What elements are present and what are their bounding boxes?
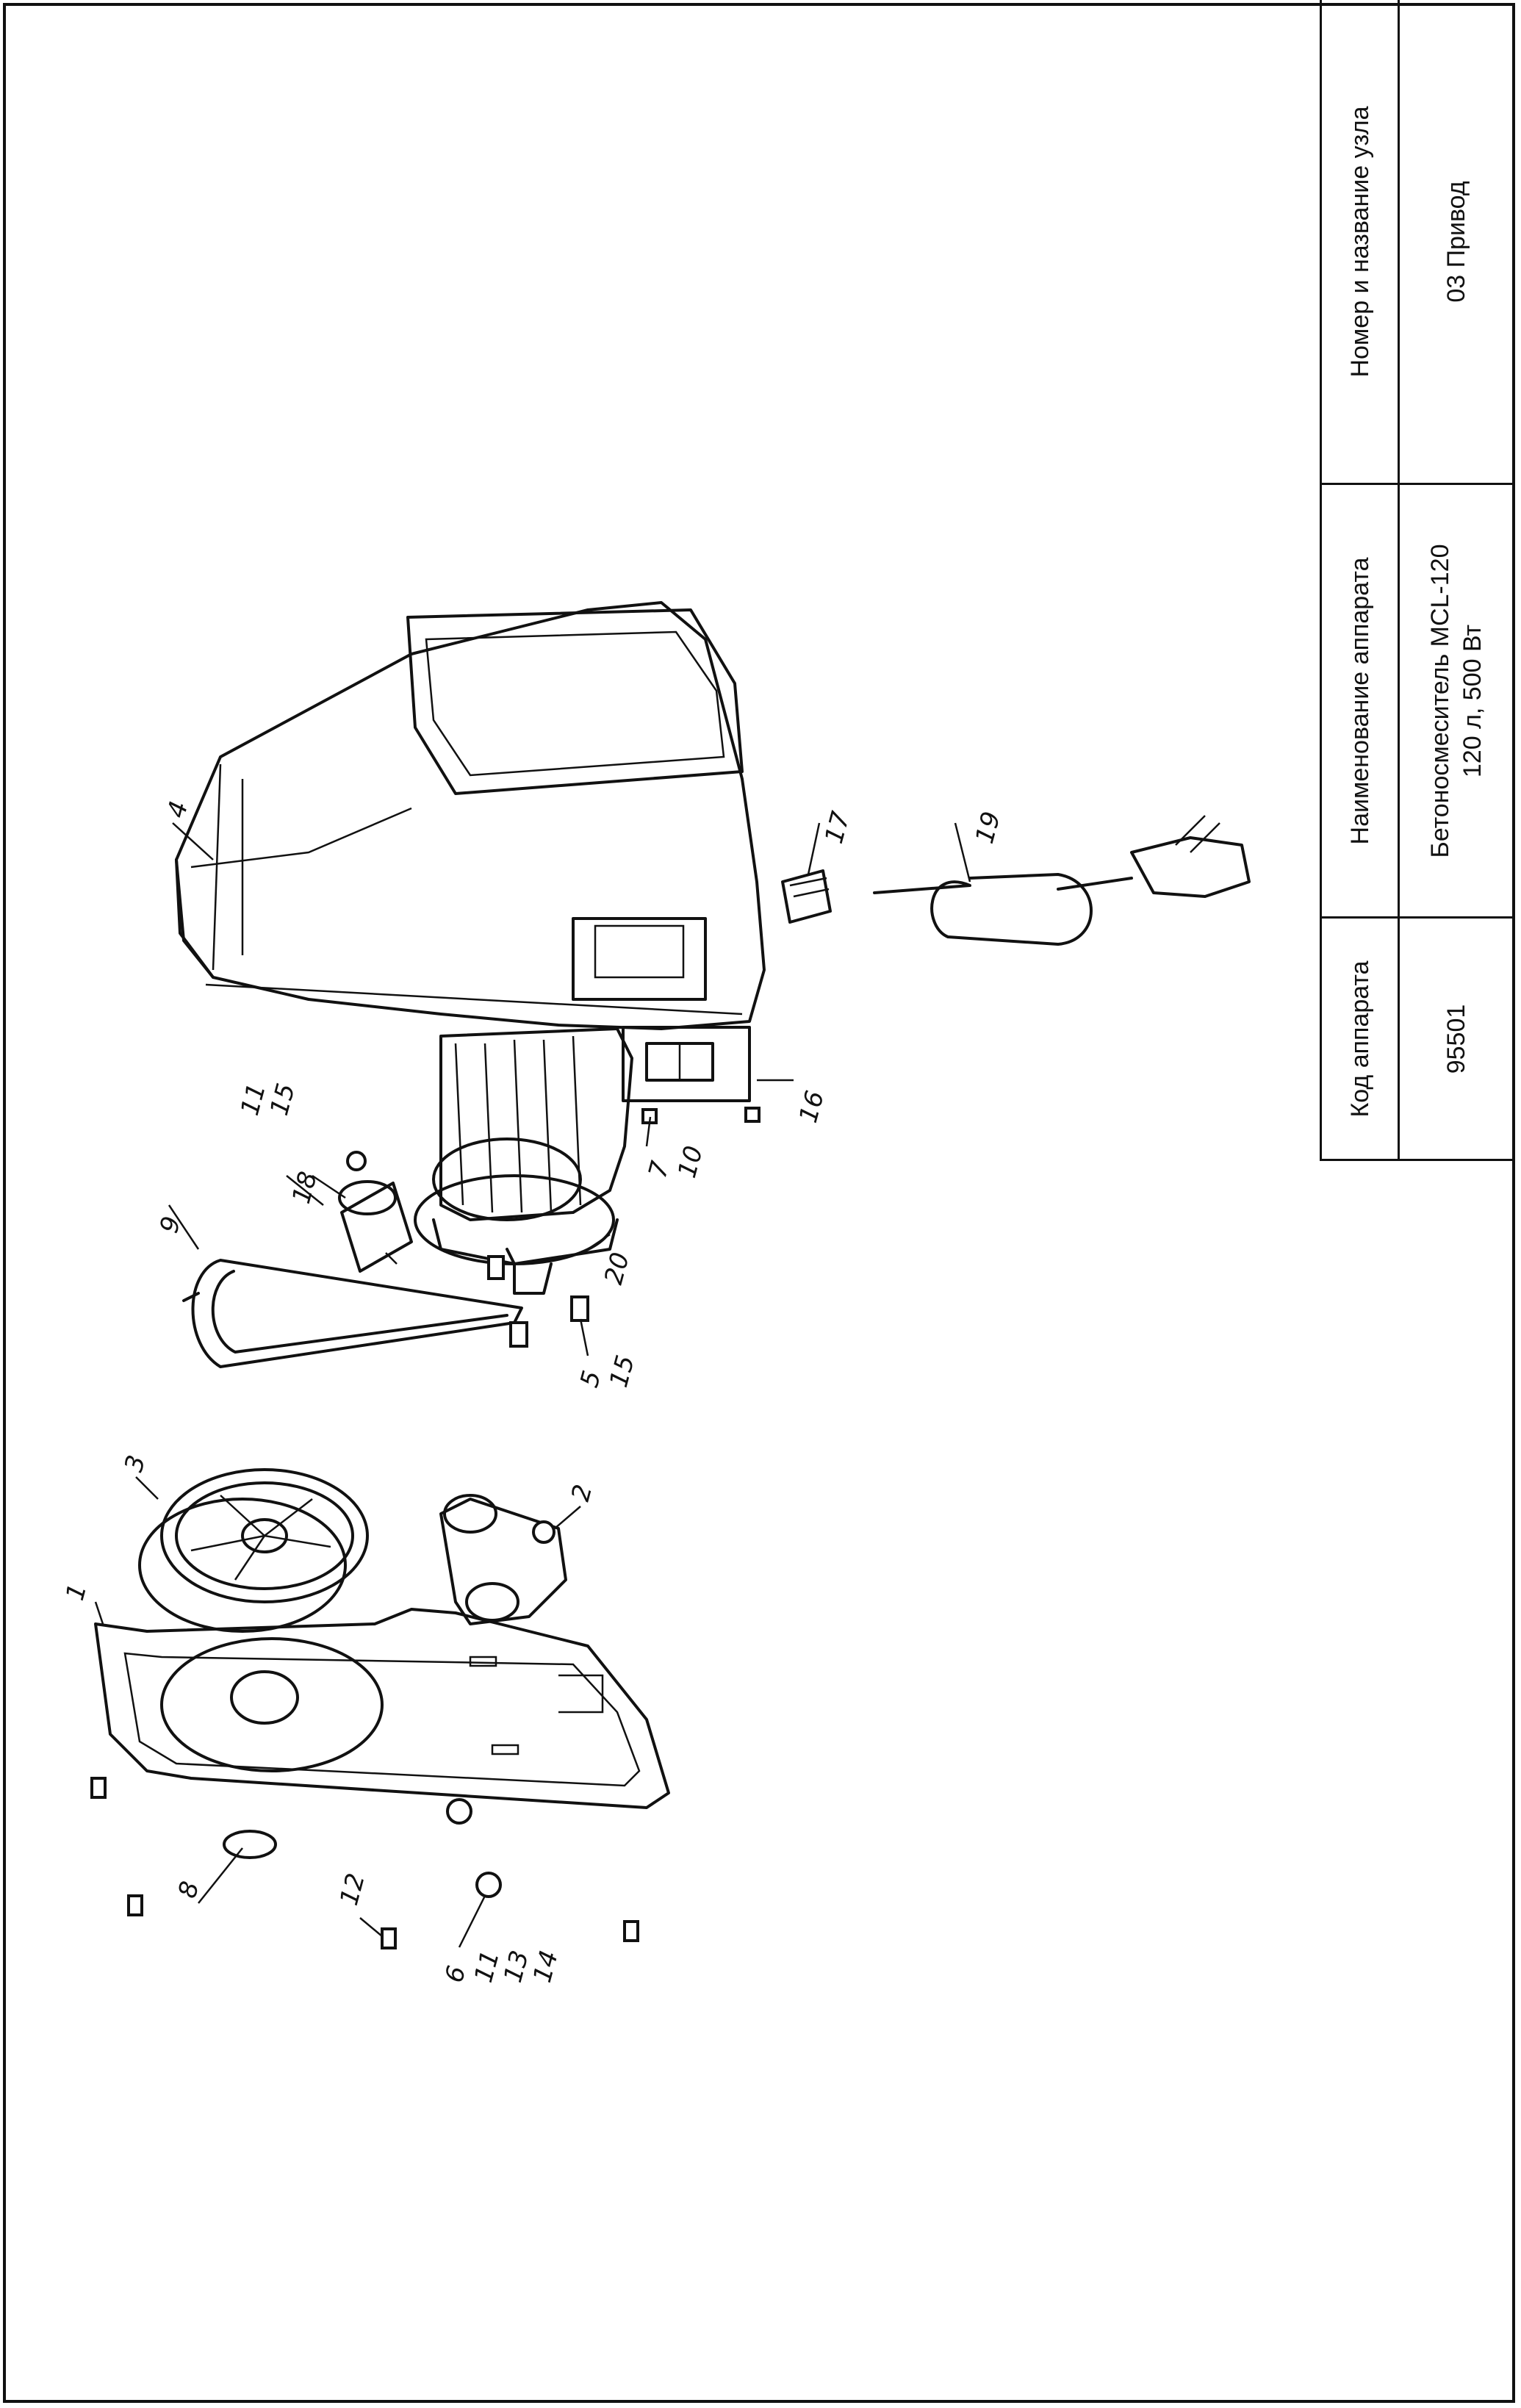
callout-labels: 1 2 3 4 5 15 6 11 13 14 7 10 8 9 11 15 1… (60, 798, 1007, 1985)
callout-6: 6 (439, 1963, 472, 1985)
part-1-base-plate (94, 1608, 670, 1809)
part-2-bracket (439, 1494, 567, 1625)
callout-11: 11 (235, 1080, 272, 1118)
callout-17: 17 (819, 808, 856, 847)
callout-3: 3 (119, 1452, 151, 1475)
callout-11-sub: 15 (265, 1080, 301, 1118)
callout-5-sub: 15 (604, 1352, 641, 1390)
name-value: Бетоносмеситель MCL-120 120 л, 500 Вт (1424, 544, 1489, 858)
callout-7-sub: 10 (672, 1143, 709, 1181)
tb-code-header-cell: Код аппарата (1322, 919, 1400, 1159)
tb-unit-value-cell: 03 Привод (1400, 0, 1513, 485)
tb-unit-header-cell: Номер и название узла (1322, 0, 1400, 485)
drawing-frame (3, 3, 1515, 2403)
callout-5: 5 (575, 1367, 607, 1390)
name-header: Наименование аппарата (1345, 557, 1374, 844)
callout-19: 19 (970, 808, 1007, 847)
callout-2: 2 (566, 1481, 598, 1504)
fasteners-group-base (90, 1777, 639, 1949)
part-9-belt (182, 1259, 523, 1368)
callout-16: 16 (794, 1088, 830, 1126)
name-value-line1: Бетоносмеситель MCL-120 (1426, 544, 1454, 858)
callout-12: 12 (334, 1870, 371, 1908)
callout-6-sub-13: 13 (498, 1947, 535, 1985)
callout-7: 7 (643, 1158, 675, 1182)
tb-name-header-cell: Наименование аппарата (1322, 485, 1400, 919)
tb-name-value-cell: Бетоносмеситель MCL-120 120 л, 500 Вт (1400, 485, 1513, 919)
tb-code-value-cell: 95501 (1400, 919, 1513, 1159)
callout-9: 9 (154, 1213, 187, 1236)
title-block: Номер и название узла Наименование аппар… (1320, 0, 1515, 1161)
part-16-switch (622, 1026, 751, 1102)
part-3-pulley (138, 1468, 369, 1633)
callout-1: 1 (60, 1581, 93, 1603)
code-header: Код аппарата (1345, 960, 1374, 1118)
unit-value: 03 Привод (1442, 180, 1470, 303)
callout-6-sub-11: 11 (469, 1947, 506, 1985)
callout-6-sub-14: 14 (528, 1947, 564, 1985)
callout-8: 8 (173, 1878, 205, 1901)
part-19-power-cord (873, 815, 1251, 946)
callout-20: 20 (599, 1249, 636, 1287)
name-value-line2: 120 л, 500 Вт (1459, 624, 1486, 777)
callout-4: 4 (162, 798, 194, 821)
leader-lines (94, 822, 971, 1948)
part-17-cable-gland (781, 869, 832, 924)
part-20-motor (414, 1027, 633, 1295)
screws-group-motor (346, 1107, 760, 1348)
part-18-capacitor (338, 1180, 413, 1273)
part-4-motor-cover (175, 601, 766, 1030)
unit-header: Номер и название узла (1345, 105, 1374, 378)
code-value: 95501 (1442, 1004, 1470, 1074)
